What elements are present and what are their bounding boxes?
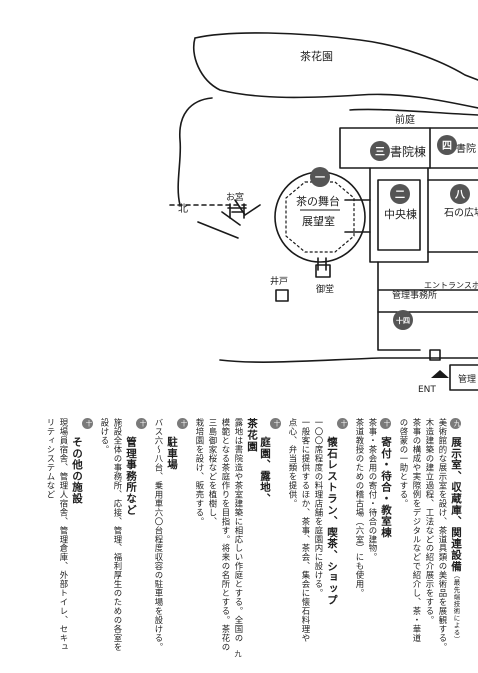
marker-3: 三 [370, 141, 390, 161]
label-right-cut: 管理 [458, 373, 476, 385]
item-waiting-rooms: 十 寄付・待合・教室棟 茶事・茶会用の寄付・待合の建物。 茶道教授のための稽古場… [353, 418, 392, 653]
svg-text:四: 四 [442, 140, 452, 152]
item-line: 茶道教授のための稽古場（六室）にも使用。 [355, 418, 365, 598]
item-title: その他の施設 [71, 436, 83, 505]
item-number-badge: 十五 [73, 418, 93, 429]
item-number-badge: 十一 [328, 418, 348, 429]
item-line: 三島御家桜などを植樹し、 [208, 418, 218, 526]
site-plan-sketch: 茶花園 前庭 北 お宮 茶の舞台 展望室 井戸 御堂 書院棟 中央棟 管理事務所… [169, 32, 478, 395]
item-line: 模範となる茶庭作りを目指す。将来の名所とする。茶花の [221, 418, 231, 652]
svg-text:一: 一 [315, 173, 325, 184]
label-front-garden: 前庭 [395, 113, 415, 126]
item-line: バス六〜八台、乗用車六〇台程度収容の駐車場を設ける。 [154, 418, 164, 652]
item-line: 一般客に提供するほか、茶事、茶会、集会に懐石料理や [301, 418, 311, 643]
item-title: 管理事務所など [125, 436, 137, 516]
item-number-badge: 九 [450, 418, 461, 429]
item-title-2: 茶花園 [246, 418, 258, 452]
item-line: 一〇〇席程度の料理店舗を庭園内に設ける。 [314, 418, 324, 598]
item-management-office: 十四 管理事務所など 施設全体の事務所、応接、管理、福利厚生のための各室を設ける… [98, 418, 147, 653]
label-observatory: 展望室 [302, 214, 335, 228]
svg-text:二: 二 [395, 189, 405, 201]
label-ent: ENT [418, 385, 436, 395]
label-hall: 御堂 [316, 283, 334, 295]
item-line: 茶事の構成や実際例をデジタルなどで紹介し、茶・華道 [412, 418, 422, 643]
item-restaurant: 十一 懐石レストラン、喫茶、ショップ 一〇〇席程度の料理店舗を庭園内に設ける。 … [286, 418, 348, 653]
item-other-facilities: 十五 その他の施設 現場員宿舎、管理人宿舎、管理倉庫、外部トイレ、セキュ リティ… [44, 418, 93, 653]
page-number: 九 [234, 650, 242, 659]
label-north: 北 [178, 203, 188, 215]
item-line: 現場員宿舎、管理人宿舎、管理倉庫、外部トイレ、セキュ [59, 418, 69, 652]
marker-4: 四 [437, 135, 457, 155]
item-note: （最先端技術による） [452, 571, 460, 643]
item-title: 庭園、露地、 [259, 436, 271, 505]
label-center: 中央棟 [384, 207, 417, 221]
item-parking: 十三 駐車場 バス六〜八台、乗用車六〇台程度収容の駐車場を設ける。 [152, 418, 188, 653]
item-number-badge: 十四 [127, 418, 147, 429]
item-line: 美術館的な展示室を設け、茶道具類の美術品を展観する。 [438, 418, 448, 652]
svg-text:三: 三 [375, 146, 385, 158]
item-line: 施設全体の事務所、応接、管理、福利厚生のための各室を設ける。 [100, 418, 123, 652]
label-shrine: お宮 [226, 191, 244, 203]
label-ishino: 石の広場 [444, 206, 478, 219]
label-tea-stage: 茶の舞台 [296, 194, 340, 208]
marker-2: 二 [390, 184, 410, 204]
item-line: リティシステムなど [46, 418, 56, 499]
item-number-badge: 十 [380, 418, 391, 429]
item-line: 木造建築の建立過程、工法などの紹介展示をする。 [425, 418, 435, 625]
item-exhibition: 九 展示室、収蔵庫、関連設備（最先端技術による） 美術館的な展示室を設け、茶道具… [397, 418, 462, 653]
item-line: の啓蒙の一助とする。 [399, 418, 409, 508]
label-office: 管理事務所 [392, 289, 437, 301]
item-line: 露地は書院造や茶室建築に相応しい作庭とする。全国の [234, 418, 244, 643]
label-well: 井戸 [270, 275, 288, 287]
svg-text:十四: 十四 [396, 316, 410, 325]
item-line: 栽培園を設け、販売する。 [195, 418, 205, 526]
item-line: 点心、弁当類を提供。 [288, 418, 298, 508]
item-garden: 十二 庭園、露地、 茶花園 露地は書院造や茶室建築に相応しい作庭とする。全国の … [193, 418, 281, 653]
marker-8: 八 [450, 184, 470, 204]
item-title: 駐車場 [166, 436, 178, 471]
item-number-badge: 十三 [168, 418, 188, 429]
item-title: 展示室、収蔵庫、関連設備 [450, 436, 462, 572]
label-shoin: 書院棟 [390, 144, 426, 159]
facility-descriptions: 九 展示室、収蔵庫、関連設備（最先端技術による） 美術館的な展示室を設け、茶道具… [39, 418, 462, 653]
item-line: 茶事・茶会用の寄付・待合の建物。 [368, 418, 378, 562]
item-title: 懐石レストラン、喫茶、ショップ [326, 436, 338, 606]
marker-1: 一 [310, 167, 330, 187]
svg-text:八: 八 [454, 189, 466, 201]
label-part-text: 書院 [456, 142, 476, 155]
item-number-badge: 十二 [261, 418, 281, 429]
item-title: 寄付・待合・教室棟 [380, 436, 392, 538]
label-tea-garden: 茶花園 [300, 50, 333, 63]
label-entrance-hall: エントランスホール [424, 281, 478, 290]
marker-14: 十四 [393, 310, 413, 330]
